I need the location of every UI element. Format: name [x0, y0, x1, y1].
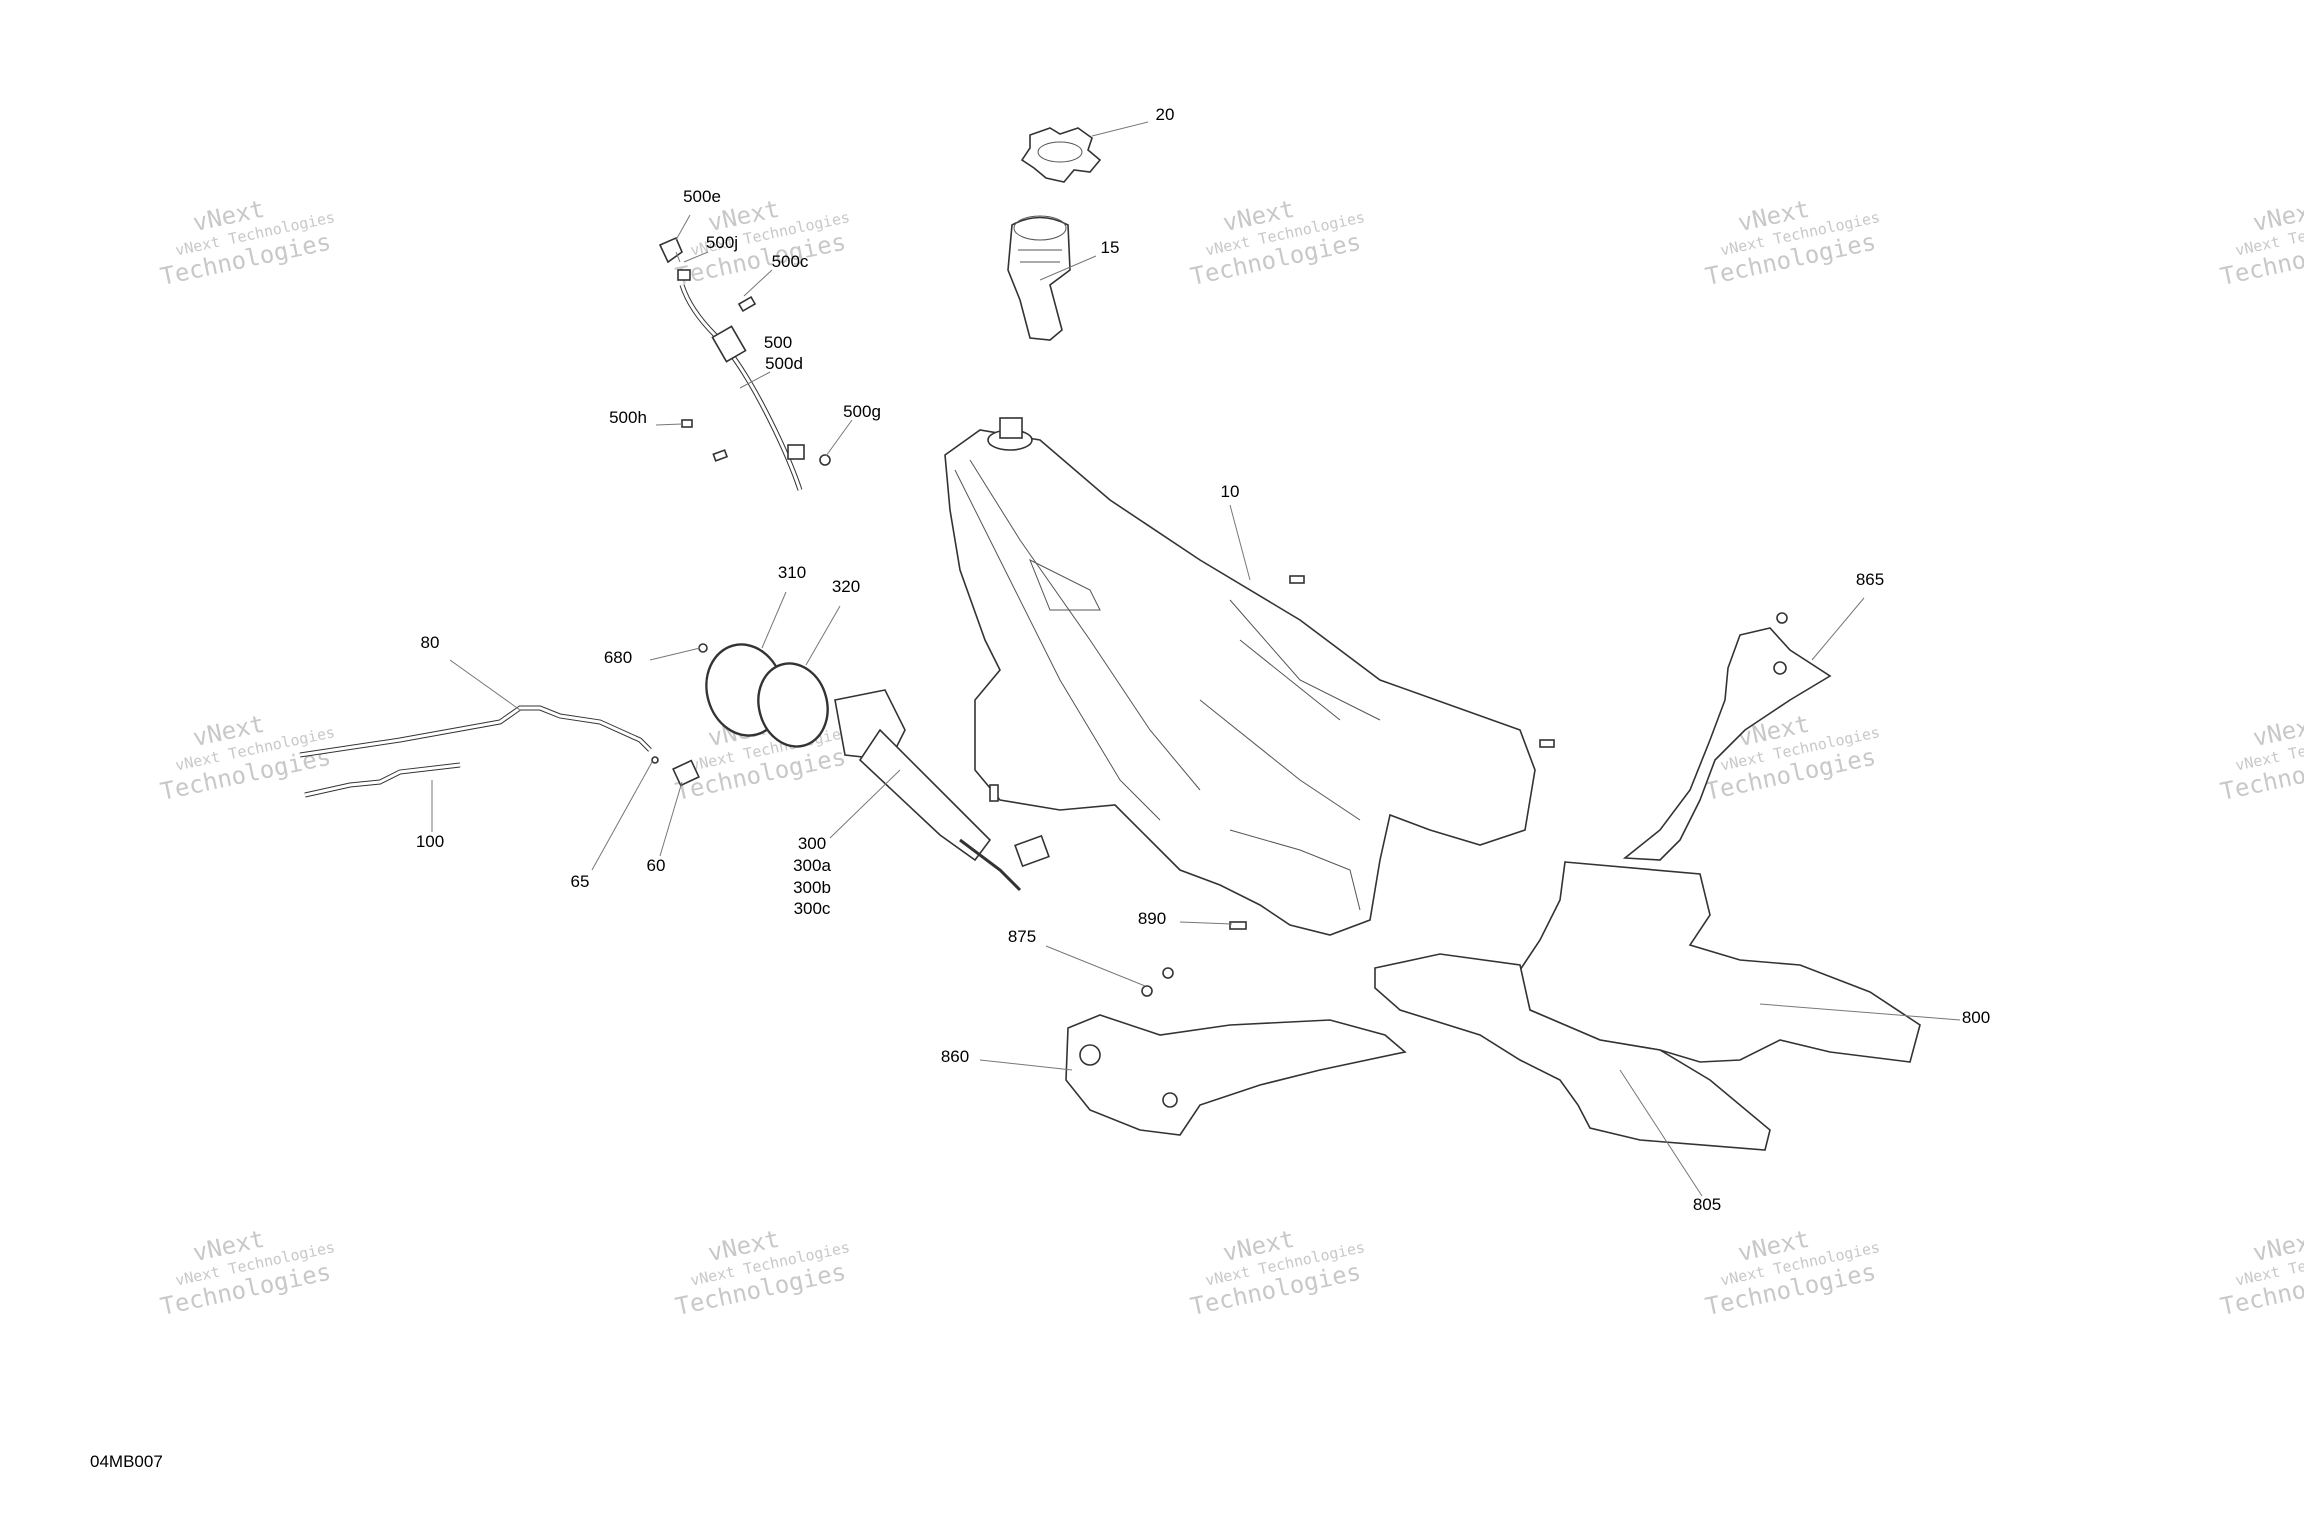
drawing-reference-code: 04MB007 [90, 1452, 163, 1471]
filler-neck-part [1007, 215, 1071, 341]
callout-320: 320 [832, 577, 860, 596]
callout-500d: 500d [765, 354, 803, 373]
callout-labels: 20 15 10 500e 500j 500c 500 500d 500h 500g 310 320 6… [416, 105, 1990, 1214]
insulation-sheet-805-part [1374, 953, 1771, 1151]
callout-60: 60 [647, 856, 666, 875]
leader-line-20 [1091, 121, 1149, 137]
leader-line-80 [449, 659, 521, 711]
callout-860: 860 [941, 1047, 969, 1066]
leader-line-860 [979, 1059, 1073, 1071]
pad-890d-part [1229, 921, 1247, 930]
leader-line-805 [1619, 1069, 1703, 1197]
fuel-hose-100-part [304, 762, 461, 798]
callout-865: 865 [1856, 570, 1884, 589]
callout-300: 300 [798, 834, 826, 853]
callout-800: 800 [1962, 1008, 1990, 1027]
callout-10: 10 [1221, 482, 1240, 501]
callout-65: 65 [571, 872, 590, 891]
screw-680-part [698, 643, 708, 653]
fuel-cap-part [1020, 127, 1102, 183]
callout-500g: 500g [843, 402, 881, 421]
callout-100: 100 [416, 832, 444, 851]
callout-20: 20 [1156, 105, 1175, 124]
leader-line-320 [805, 605, 841, 666]
callout-875: 875 [1008, 927, 1036, 946]
heat-shield-860-part [1065, 967, 1407, 1136]
clip-65-part [651, 756, 659, 764]
leader-line-60 [659, 781, 683, 857]
leader-line-500c [743, 269, 773, 297]
leader-line-500j [683, 251, 709, 263]
callout-80: 80 [421, 633, 440, 652]
callout-500c: 500c [772, 252, 809, 271]
callout-300c: 300c [794, 899, 831, 918]
leader-line-500d [739, 371, 771, 389]
seal-ring-part [757, 662, 829, 748]
leader-line-800 [1759, 1003, 1961, 1021]
heat-shield-865-part [1622, 612, 1832, 861]
leader-line-500h [655, 423, 683, 426]
callout-300b: 300b [793, 878, 831, 897]
callout-500h: 500h [609, 408, 647, 427]
callout-500: 500 [764, 333, 792, 352]
callout-680: 680 [604, 648, 632, 667]
callout-805: 805 [1693, 1195, 1721, 1214]
pad-890c-part [989, 784, 999, 802]
leader-line-500g [825, 419, 853, 457]
callout-300a: 300a [793, 856, 831, 875]
leader-line-65 [591, 761, 653, 871]
pad-890a-part [1289, 575, 1305, 584]
leader-line-15 [1039, 255, 1097, 281]
leader-line-500e [675, 214, 691, 241]
leader-line-310 [761, 591, 787, 649]
fuel-tank-part [944, 417, 1536, 936]
leader-line-300 [829, 769, 901, 839]
callout-310: 310 [778, 563, 806, 582]
leader-line-865 [1811, 597, 1865, 661]
callout-500j: 500j [706, 233, 738, 252]
callout-15: 15 [1101, 238, 1120, 257]
leader-line-680 [649, 647, 701, 661]
leader-lines [431, 121, 1961, 1197]
fuel-pump-module-part [834, 689, 1050, 892]
callout-500e: 500e [683, 187, 721, 206]
leader-line-890 [1179, 921, 1233, 925]
vent-hose-assembly-part [658, 236, 831, 491]
leader-line-10 [1229, 504, 1251, 581]
leader-line-875 [1045, 945, 1146, 987]
connector-60-part [672, 759, 700, 787]
pad-890b-part [1539, 739, 1555, 748]
fuel-hose-80-part [299, 705, 652, 758]
callout-890: 890 [1138, 909, 1166, 928]
